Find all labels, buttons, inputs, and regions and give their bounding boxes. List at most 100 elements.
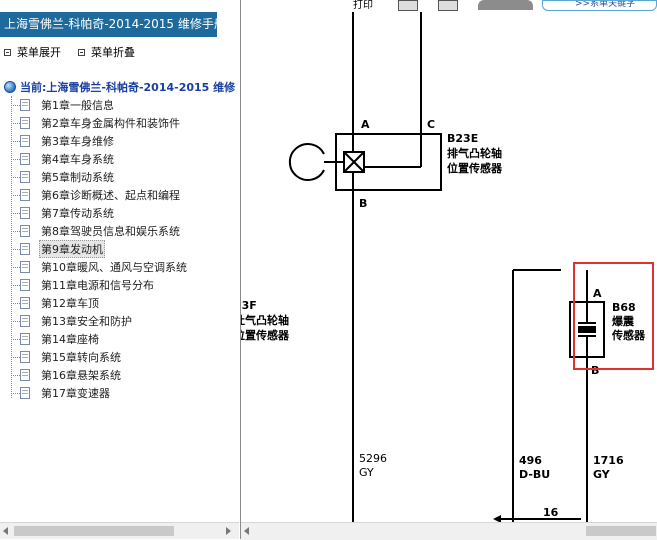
document-icon [20, 99, 30, 111]
tree-connector [11, 140, 20, 142]
chapter-item[interactable]: 第14章座椅 [11, 330, 240, 348]
keyword-search-link[interactable]: >>系单关键字 [542, 0, 657, 11]
chapter-item-label: 第6章诊断概述、起点和编程 [41, 189, 180, 202]
b23e-reluctor-symbol [288, 143, 325, 181]
chapter-item[interactable]: 第9章发动机 [11, 240, 240, 258]
print-label-partial[interactable]: 打印 [353, 0, 373, 11]
wire-1716-circuit: 1716 [593, 454, 624, 467]
tree-connector [11, 284, 20, 286]
diagram-scroll-thumb[interactable] [586, 526, 656, 536]
scroll-left-arrow-icon[interactable] [3, 527, 8, 535]
document-icon [20, 153, 30, 165]
chapter-item[interactable]: 第11章电源和信号分布 [11, 276, 240, 294]
splice-arrow-icon [493, 515, 501, 523]
document-icon [20, 333, 30, 345]
tree-connector [11, 122, 20, 124]
chapter-item-label: 第4章车身系统 [41, 153, 114, 166]
nav-horizontal-scrollbar[interactable] [0, 522, 239, 539]
tree-connector [11, 338, 20, 340]
next-page-button[interactable] [438, 0, 458, 11]
prev-page-button[interactable] [398, 0, 418, 11]
chapter-item-label: 第14章座椅 [41, 333, 99, 346]
manual-title: 上海雪佛兰-科帕奇-2014-2015 维修手册 [0, 12, 217, 37]
chapter-item[interactable]: 第15章转向系统 [11, 348, 240, 366]
tree-connector [11, 248, 20, 250]
b23f-id-partial: 23F [241, 299, 257, 312]
document-icon [20, 297, 30, 309]
splice-label: 16 [543, 506, 559, 519]
wire-5296-circuit: 5296 [359, 452, 387, 465]
b23f-name-line2: 位置传感器 [241, 328, 290, 342]
chapter-item[interactable]: 第5章制动系统 [11, 168, 240, 186]
chapter-item[interactable]: 第4章车身系统 [11, 150, 240, 168]
chapter-item-label: 第8章驾驶员信息和娱乐系统 [41, 225, 180, 238]
tree-connector [11, 392, 20, 394]
tree-connector [11, 320, 20, 322]
document-icon [20, 225, 30, 237]
chapter-item[interactable]: 第6章诊断概述、起点和编程 [11, 186, 240, 204]
document-icon [20, 387, 30, 399]
chapter-item-label: 第13章安全和防护 [41, 315, 132, 328]
chapter-item-label: 第1章一般信息 [41, 99, 114, 112]
b23e-pin-b: B [359, 197, 367, 210]
b23e-hall-cross-2 [343, 151, 365, 173]
b23f-name-line1: 吐气凸轮轴 [241, 313, 289, 327]
b23e-pin-c: C [427, 118, 435, 131]
expand-icon [4, 48, 11, 56]
diagram-horizontal-scrollbar[interactable] [241, 522, 657, 540]
chapter-item-label: 第16章悬架系统 [41, 369, 121, 382]
car-logo-icon [478, 0, 533, 10]
chapter-item-label: 第3章车身维修 [41, 135, 114, 148]
document-icon [20, 261, 30, 273]
globe-icon [4, 81, 16, 93]
chapter-item-label: 第15章转向系统 [41, 351, 121, 364]
wire-496-color: D-BU [519, 468, 550, 481]
tree-connector [11, 194, 20, 196]
tree-connector [11, 176, 20, 178]
chapter-item-label: 第12章车顶 [41, 297, 99, 310]
tree-connector [11, 104, 20, 106]
chapter-item[interactable]: 第13章安全和防护 [11, 312, 240, 330]
tree-root[interactable]: 当前:上海雪佛兰-科帕奇-2014-2015 维修 [4, 79, 240, 95]
document-icon [20, 315, 30, 327]
tree-connector [11, 356, 20, 358]
document-icon [20, 243, 30, 255]
document-icon [20, 135, 30, 147]
chapter-item[interactable]: 第12章车顶 [11, 294, 240, 312]
collapse-menu-button[interactable]: 菜单折叠 [78, 44, 135, 60]
expand-menu-label: 菜单展开 [17, 46, 61, 59]
tree-connector [11, 212, 20, 214]
scroll-right-arrow-icon[interactable] [226, 527, 231, 535]
wire-1716-color: GY [593, 468, 611, 481]
scroll-thumb[interactable] [14, 526, 174, 536]
diagram-scroll-left-arrow-icon[interactable] [244, 527, 249, 535]
navigation-pane: 上海雪佛兰-科帕奇-2014-2015 维修手册 菜单展开 菜单折叠 当前:上海… [0, 0, 241, 539]
document-icon [20, 189, 30, 201]
wire-496-circuit: 496 [519, 454, 542, 467]
b68-pin-b: B [591, 364, 599, 377]
tree-connector [11, 302, 20, 304]
chapter-item[interactable]: 第16章悬架系统 [11, 366, 240, 384]
highlight-box [573, 262, 654, 370]
document-icon [20, 171, 30, 183]
top-toolbar-strip: 打印 >>系单关键字 [241, 0, 657, 12]
chapter-item[interactable]: 第1章一般信息 [11, 96, 240, 114]
collapse-icon [78, 48, 85, 56]
document-icon [20, 369, 30, 381]
chapter-item[interactable]: 第3章车身维修 [11, 132, 240, 150]
tree-connector [11, 266, 20, 268]
chapter-item-label: 第17章变速器 [41, 387, 110, 400]
b68-piezo-element [578, 326, 596, 333]
b23e-name-line1: 排气凸轮轴 [447, 146, 502, 160]
chapter-item[interactable]: 第8章驾驶员信息和娱乐系统 [11, 222, 240, 240]
expand-menu-button[interactable]: 菜单展开 [4, 44, 61, 60]
b68-name-line2: 传感器 [611, 328, 646, 342]
chapter-item[interactable]: 第7章传动系统 [11, 204, 240, 222]
chapter-item[interactable]: 第10章暖风、通风与空调系统 [11, 258, 240, 276]
chapter-item-label: 第9章发动机 [39, 240, 105, 258]
chapter-item[interactable]: 第17章变速器 [11, 384, 240, 402]
chapter-item[interactable]: 第2章车身金属构件和装饰件 [11, 114, 240, 132]
collapse-menu-label: 菜单折叠 [91, 46, 135, 59]
chapter-item-label: 第2章车身金属构件和装饰件 [41, 117, 180, 130]
b23e-id: B23E [447, 132, 478, 145]
